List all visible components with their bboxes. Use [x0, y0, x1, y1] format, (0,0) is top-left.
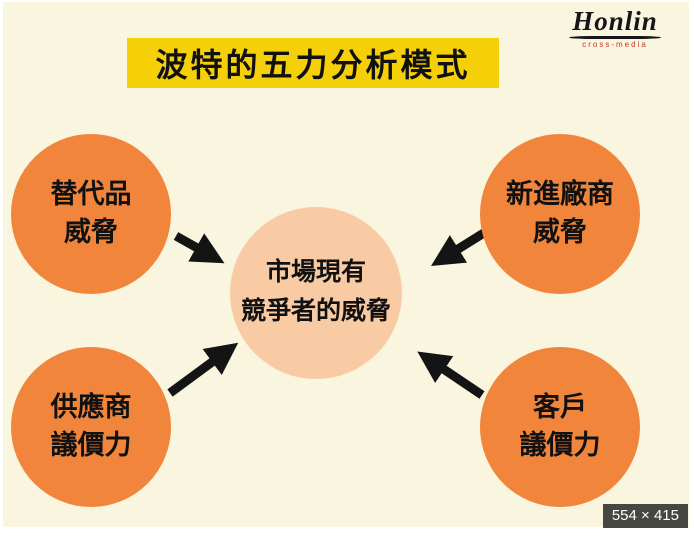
node-label-line: 客戶 [533, 392, 587, 423]
arrow-customers-to-center [417, 351, 485, 399]
diagram-canvas: 波特的五力分析模式 Honlin cross-media 替代品 威脅 新進廠商… [3, 2, 689, 527]
page-title-highlight: 波特的五力分析模式 [127, 38, 499, 88]
arrow-substitutes-to-center [173, 232, 225, 264]
arrow-suppliers-to-center [167, 342, 239, 397]
node-existing-competitors-threat: 市場現有 競爭者的威脅 [230, 207, 402, 379]
node-supplier-bargaining-power: 供應商 議價力 [11, 347, 171, 507]
node-label-line: 威脅 [64, 217, 118, 247]
node-substitutes-threat: 替代品 威脅 [11, 134, 171, 294]
arrow-new-entrants-to-center [430, 227, 490, 267]
center-label-line: 競爭者的威脅 [240, 298, 391, 325]
center-label-line: 市場現有 [265, 259, 366, 287]
node-label-line: 供應商 [50, 392, 132, 423]
brand-logo: Honlin cross-media [569, 8, 661, 49]
image-dimensions-badge: 554 × 415 [602, 504, 688, 528]
brand-logo-tagline: cross-media [582, 40, 648, 49]
node-label-line: 新進廠商 [506, 179, 614, 210]
node-label-line: 議價力 [519, 430, 601, 460]
page-title: 波特的五力分析模式 [155, 47, 471, 83]
node-label-line: 威脅 [533, 217, 587, 247]
node-label-line: 替代品 [50, 179, 132, 210]
node-new-entrants-threat: 新進廠商 威脅 [480, 134, 640, 294]
node-label-line: 議價力 [50, 430, 132, 460]
brand-logo-swoosh [569, 36, 661, 39]
node-customer-bargaining-power: 客戶 議價力 [480, 347, 640, 507]
brand-logo-name: Honlin [572, 6, 658, 36]
